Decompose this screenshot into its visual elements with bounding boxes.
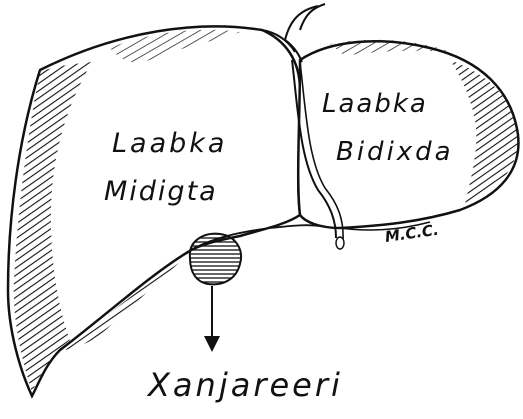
gallbladder-shape (190, 234, 241, 285)
left-lobe-label-line1: Laabka (322, 89, 428, 119)
arrow-head (204, 336, 220, 352)
ligament-end (336, 237, 344, 249)
left-lobe-label-line2: Bidixda (336, 137, 454, 167)
right-lobe-label-line2: Midigta (104, 176, 218, 207)
right-lobe-label-line1: Laabka (112, 128, 227, 159)
gallbladder-label: Xanjareeri (146, 366, 343, 404)
